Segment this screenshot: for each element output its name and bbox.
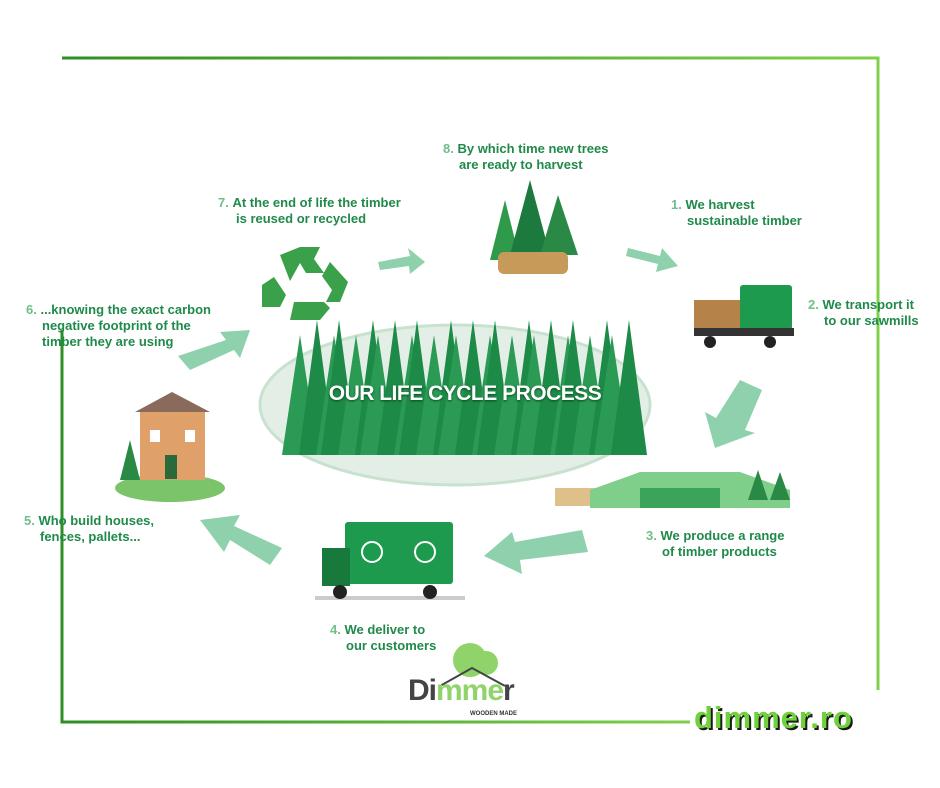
logo-tree-icon	[439, 643, 506, 687]
step-text: timber they are using	[42, 334, 174, 349]
step-text: By which time new trees	[457, 141, 609, 156]
arrow-icon	[705, 380, 762, 448]
step-number: 7.	[218, 195, 229, 210]
logo-tagline: WOODEN MADE	[470, 711, 517, 717]
step-text: ...knowing the exact carbon	[40, 302, 211, 317]
step-text: fences, pallets...	[40, 529, 141, 544]
tree-icon	[611, 320, 647, 455]
step-number: 3.	[646, 528, 657, 543]
step-text: our customers	[346, 638, 437, 653]
arrow-icon	[200, 515, 282, 565]
step-text: is reused or recycled	[236, 211, 367, 226]
arrows	[178, 248, 762, 574]
step-text: We transport it	[822, 297, 914, 312]
frame	[60, 56, 880, 724]
step-number: 4.	[330, 622, 341, 637]
step-text: to our sawmills	[824, 313, 919, 328]
website-label: dimmer.ro	[694, 700, 853, 735]
arrow-icon	[378, 248, 425, 274]
sawmill-icon	[555, 470, 790, 508]
step-number: 5.	[24, 513, 35, 528]
step-text: sustainable timber	[687, 213, 802, 228]
step-number: 6.	[26, 302, 37, 317]
central-trees	[282, 320, 647, 455]
step-number: 1.	[671, 197, 682, 212]
harvest-trees-icon	[490, 180, 578, 274]
delivery-truck-icon	[315, 522, 465, 600]
arrow-icon	[626, 248, 678, 272]
recycle-icon	[262, 247, 348, 320]
step-5-label: 5. Who build houses,fences, pallets...	[24, 513, 154, 545]
step-number: 8.	[443, 141, 454, 156]
arrow-icon	[484, 530, 588, 574]
step-text: negative footprint of the	[42, 318, 191, 333]
logo-text: r	[503, 674, 515, 707]
house-icon	[115, 392, 225, 502]
step-text: are ready to harvest	[459, 157, 583, 172]
dimmer-logo: Dimmer	[408, 674, 515, 707]
diagram-title: OUR LIFE CYCLE PROCESS	[328, 382, 602, 405]
logo-text: mme	[436, 674, 504, 707]
step-text: We harvest	[685, 197, 755, 212]
step-text: of timber products	[662, 544, 777, 559]
logging-truck-icon	[694, 285, 794, 348]
step-text: We deliver to	[344, 622, 426, 637]
step-text: We produce a range	[660, 528, 785, 543]
step-text: At the end of life the timber	[232, 195, 401, 210]
arrow-icon	[178, 330, 250, 370]
logo-text: Di	[408, 674, 437, 707]
step-text: Who build houses,	[38, 513, 155, 528]
step-number: 2.	[808, 297, 819, 312]
